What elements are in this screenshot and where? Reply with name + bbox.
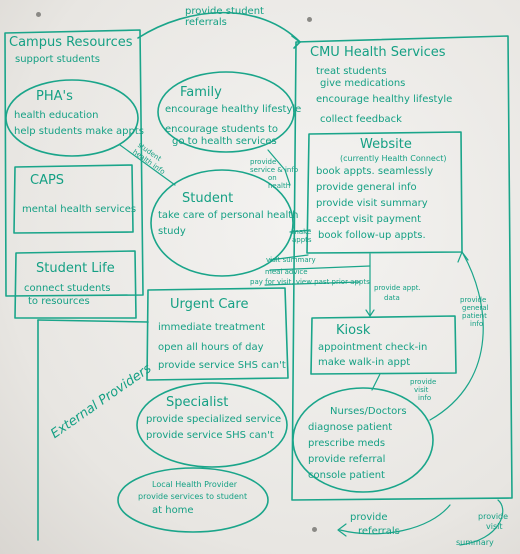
- cmu-item: give medications: [320, 78, 406, 89]
- nurses-title: Nurses/Doctors: [330, 406, 407, 417]
- website-item: book appts. seamlessly: [316, 166, 434, 177]
- family-item: encourage healthy lifestyle: [165, 104, 302, 115]
- kiosk-item: make walk-in appt: [318, 357, 411, 368]
- provide-general-info-label: general: [462, 304, 489, 312]
- top-referral-arrow: [137, 11, 301, 43]
- student-ellipse: [150, 169, 294, 277]
- magnet-dot: [307, 17, 312, 22]
- magnet-dot: [312, 527, 317, 532]
- pha-ellipse: [5, 79, 139, 157]
- referrals-bottom-label: provide: [350, 512, 388, 523]
- make-appts-label: make: [292, 228, 312, 236]
- pha-title: PHA's: [36, 89, 73, 104]
- caps-box: [13, 164, 134, 234]
- student-life-box: [14, 250, 137, 319]
- local-health-ellipse: [117, 467, 269, 533]
- website-subtitle: (currently Health Connect): [340, 154, 447, 163]
- visit-summary-bottom-label: summary: [456, 538, 494, 547]
- urgent-care-item: immediate treatment: [158, 322, 266, 333]
- cmu-box: [291, 35, 513, 501]
- student-life-title: Student Life: [36, 261, 115, 276]
- local-health-line: Local Health Provider: [152, 480, 238, 489]
- urgent-care-item: provide service SHS can't: [158, 360, 286, 371]
- provide-general-info-label: provide: [460, 296, 487, 304]
- family-item: encourage students to: [165, 124, 279, 135]
- caps-item: mental health services: [22, 204, 137, 215]
- family-service-label: health: [268, 182, 291, 190]
- magnet-dot: [36, 12, 41, 17]
- nurses-item: provide referral: [308, 454, 386, 465]
- student-life-item: to resources: [28, 296, 90, 307]
- cmu-item: encourage healthy lifestyle: [316, 94, 453, 105]
- specialist-title: Specialist: [166, 395, 229, 410]
- campus-subtitle: support students: [15, 54, 101, 65]
- website-item: provide visit summary: [316, 198, 428, 209]
- specialist-item: provide specialized service: [146, 414, 282, 425]
- top-arrow-label: provide student referrals: [185, 6, 264, 28]
- family-ellipse: [157, 71, 295, 153]
- kiosk-title: Kiosk: [336, 323, 371, 338]
- pha-item: help students make appts: [14, 126, 144, 137]
- website-title: Website: [360, 137, 412, 152]
- provide-visit-info-label: visit: [414, 386, 429, 394]
- website-item: accept visit payment: [316, 214, 422, 225]
- provide-general-info-label: info: [470, 320, 484, 328]
- student-life-item: connect students: [24, 283, 111, 294]
- family-service-label: on: [268, 174, 277, 182]
- meal-advice-label: pay for visit, view past prior appts: [250, 278, 370, 286]
- provide-appt-data-label: data: [384, 294, 400, 302]
- caps-title: CAPS: [30, 173, 65, 188]
- student-item: study: [158, 226, 186, 237]
- family-service-label: provide: [250, 158, 277, 166]
- website-item: book follow-up appts.: [318, 230, 426, 241]
- local-health-line: provide services to student: [138, 492, 248, 501]
- kiosk-box: [310, 315, 457, 375]
- provide-visit-info-label: info: [418, 394, 432, 402]
- cmu-item: collect feedback: [320, 114, 402, 125]
- urgent-care-box: [146, 287, 289, 381]
- urgent-care-title: Urgent Care: [170, 297, 249, 312]
- provide-general-info-label: patient: [462, 312, 487, 320]
- cmu-title: CMU Health Services: [310, 45, 446, 60]
- make-appts-label: appts: [292, 236, 312, 244]
- specialist-item: provide service SHS can't: [146, 430, 274, 441]
- nurses-ellipse: [292, 387, 434, 493]
- kiosk-item: appointment check-in: [318, 342, 428, 353]
- nurses-item: prescribe meds: [308, 438, 386, 449]
- family-service-label: service & info: [250, 166, 299, 174]
- family-item: go to health services: [172, 136, 277, 147]
- pha-item: health education: [14, 110, 99, 121]
- provide-appt-data-label: provide appt.: [374, 284, 421, 292]
- family-title: Family: [180, 85, 222, 100]
- visit-summary-bottom-label: provide: [478, 512, 509, 521]
- student-title: Student: [182, 191, 234, 206]
- visit-summary-bottom-label: visit: [486, 522, 503, 531]
- cmu-item: treat students: [316, 66, 387, 77]
- nurses-item: diagnose patient: [308, 422, 393, 433]
- urgent-care-item: open all hours of day: [158, 342, 264, 353]
- student-item: take care of personal health: [158, 210, 299, 221]
- campus-resources-box: [4, 29, 144, 297]
- specialist-ellipse: [136, 382, 288, 468]
- visit-summary-label: visit summary: [266, 256, 316, 264]
- local-health-line: at home: [152, 505, 194, 516]
- website-item: provide general info: [316, 182, 417, 193]
- campus-title: Campus Resources: [9, 35, 133, 50]
- meal-advice-label: meal advice: [265, 268, 308, 276]
- provide-visit-info-label: provide: [410, 378, 437, 386]
- referrals-bottom-label: referrals: [358, 526, 400, 537]
- nurses-item: console patient: [308, 470, 385, 481]
